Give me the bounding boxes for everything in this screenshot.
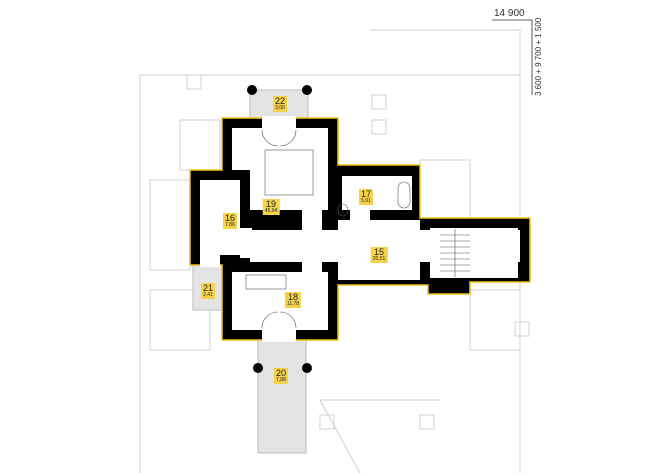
- lower-floor-outline: [139, 29, 530, 473]
- dimension-lines: [492, 19, 533, 95]
- fixtures: [245, 129, 470, 329]
- toilet-icon: [337, 203, 349, 217]
- door-icon: [261, 129, 297, 147]
- bed-icon: [264, 149, 314, 196]
- stairs-icon: [440, 229, 470, 277]
- bed-icon: [245, 274, 287, 290]
- balcony-20: [257, 339, 307, 454]
- dimension-top: 14 900: [494, 8, 525, 19]
- bathtub-icon: [397, 181, 411, 209]
- room-interiors: [200, 116, 520, 342]
- door-icon: [261, 311, 297, 329]
- dimension-side: 3 600 + 9 700 + 1 500: [534, 17, 543, 96]
- columns: [247, 85, 312, 373]
